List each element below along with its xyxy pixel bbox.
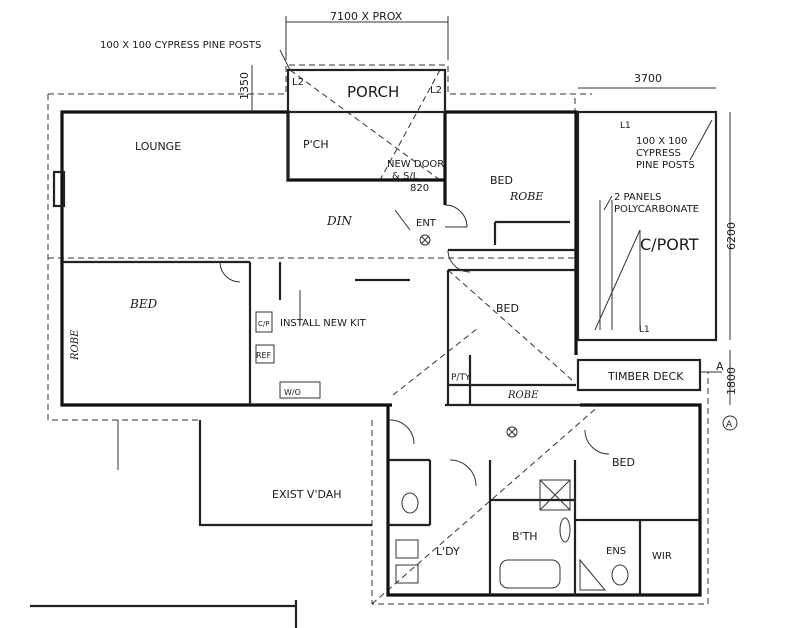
- marker-l1-bottom: L1: [639, 325, 650, 335]
- section-marker: A: [716, 360, 724, 373]
- entry-door-swing: [444, 204, 468, 228]
- room-pty: P/TY: [451, 373, 471, 383]
- verandah-outline: [198, 420, 372, 527]
- posts-note-right-2: CYPRESS: [636, 148, 681, 159]
- room-exist-vdah: EXIST V'DAH: [272, 488, 342, 501]
- marker-l2-right: L2: [430, 85, 442, 96]
- fixture-cp: C/P: [258, 320, 269, 328]
- kitchen-dishwasher: [279, 381, 321, 399]
- polycarbonate-diagonal: [594, 229, 641, 331]
- light-fitting-hall: [506, 426, 518, 438]
- ens-vanity: [579, 558, 607, 591]
- room-robe-mid: ROBE: [507, 390, 539, 401]
- fixture-ref: REF: [256, 351, 272, 360]
- dim-1800: 1800: [725, 367, 738, 395]
- exterior-wall-bath-block: [386, 403, 702, 597]
- kitchen-cooktop: [255, 311, 273, 333]
- room-din: DIN: [326, 214, 352, 228]
- grid-marker-circle: [722, 415, 738, 431]
- room-robe-left: ROBE: [70, 329, 81, 361]
- light-fitting-ent: [419, 234, 431, 246]
- exterior-wall-top-right: [445, 110, 578, 355]
- hall-door-swing: [389, 419, 415, 445]
- room-bth: B'TH: [512, 530, 538, 543]
- bed-door-swing: [447, 249, 471, 273]
- room-cport: C/PORT: [640, 235, 699, 254]
- kitchen-fridge-space: [255, 344, 275, 364]
- grid-marker-label: A: [726, 420, 733, 430]
- ens-toilet: [611, 564, 629, 586]
- hip-line-mid: [392, 327, 479, 396]
- dim-1350: 1350: [238, 72, 251, 100]
- posts-note-right-1: 100 X 100: [636, 136, 687, 147]
- hip-line-bed: [447, 269, 573, 381]
- top-dimension-label: 7100 X PROX: [330, 10, 403, 23]
- bed-left-door-swing: [219, 261, 241, 283]
- panels-leader: [603, 195, 613, 211]
- bath-tub: [499, 559, 561, 589]
- new-door-note-1: NEW DOOR: [387, 159, 444, 170]
- new-door-note-2: & S/L: [392, 171, 419, 182]
- shower-box: [539, 479, 571, 511]
- room-bed-bottom: BED: [612, 456, 635, 469]
- porch-slab: [286, 68, 447, 114]
- posts-leader-top: [279, 49, 291, 71]
- eave-outline: [48, 64, 592, 95]
- room-robe-top: ROBE: [509, 190, 543, 203]
- bth-basin: [559, 517, 571, 543]
- hip-line-bottom: [371, 404, 601, 605]
- lounge-bay-window: [52, 170, 66, 208]
- room-pch: P'CH: [303, 138, 329, 151]
- posts-note-right-3: PINE POSTS: [636, 160, 695, 171]
- room-ldy: L'DY: [436, 545, 460, 558]
- eave-outline-left: [47, 94, 200, 421]
- carport-outline: [576, 110, 718, 342]
- door-width-820: 820: [410, 183, 429, 194]
- room-lounge: LOUNGE: [135, 140, 181, 153]
- panels-note-2: POLYCARBONATE: [614, 204, 699, 215]
- install-kit-note: INSTALL NEW KIT: [280, 318, 367, 329]
- ldy-washer: [395, 564, 419, 584]
- shower-cross-2: [539, 479, 571, 511]
- panels-note-1: 2 PANELS: [614, 192, 662, 203]
- exterior-wall-left: [60, 258, 392, 407]
- room-wir: WIR: [652, 551, 672, 562]
- room-bed-mid: BED: [496, 302, 519, 315]
- bth-door-swing: [449, 459, 477, 487]
- room-porch: PORCH: [347, 83, 399, 101]
- wc-toilet: [401, 492, 419, 514]
- room-timber-deck: TIMBER DECK: [607, 370, 684, 383]
- timber-deck-outline: [576, 358, 702, 392]
- room-bed-top: BED: [490, 174, 513, 187]
- posts-leader-right: [689, 119, 713, 161]
- room-bed-left: BED: [129, 297, 158, 311]
- dim-3700: 3700: [634, 72, 662, 85]
- marker-l2-left: L2: [292, 77, 304, 88]
- marker-l1-top: L1: [620, 121, 631, 131]
- posts-note-top: 100 X 100 CYPRESS PINE POSTS: [100, 40, 261, 51]
- dim-6200: 6200: [725, 222, 738, 250]
- room-ent: ENT: [416, 218, 437, 229]
- fixture-wo: W/O: [284, 388, 301, 397]
- new-door-mark: [394, 209, 411, 231]
- ldy-tub: [395, 539, 419, 559]
- room-ens: ENS: [606, 546, 626, 557]
- eave-outline-bottom: [371, 372, 709, 605]
- porch-hip-1: [289, 69, 441, 181]
- porch-hip-2: [379, 69, 441, 181]
- bed-bottom-door-swing: [584, 429, 610, 455]
